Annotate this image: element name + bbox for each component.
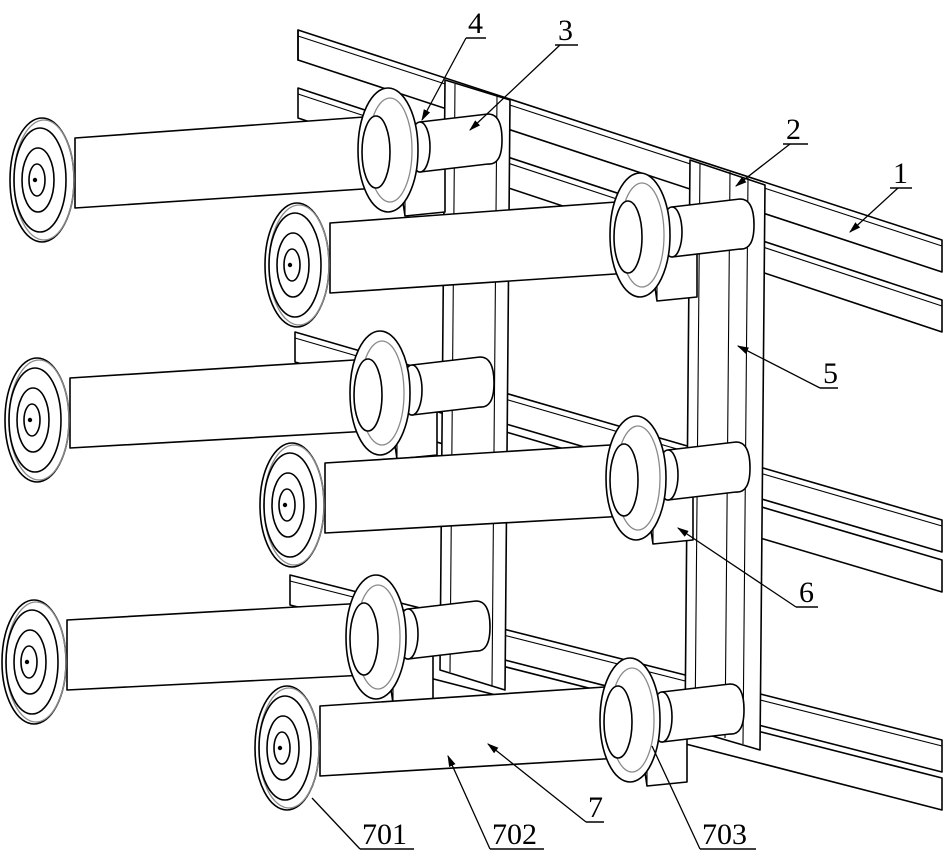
callout-label: 3 <box>558 14 573 47</box>
outer-flange <box>259 442 325 568</box>
callout-label: 7 <box>588 791 603 824</box>
reel-barrel <box>329 200 631 294</box>
axle-hole <box>282 502 288 508</box>
inner-flange <box>609 172 671 298</box>
callout-4: 4 <box>421 7 486 122</box>
hub-housing <box>419 113 503 173</box>
reel-group <box>1 87 755 811</box>
callout-label: 4 <box>468 7 483 40</box>
reel-barrel <box>324 443 627 534</box>
callout-label: 5 <box>823 357 838 390</box>
reel-1 <box>9 87 503 243</box>
callout-2: 2 <box>735 113 808 187</box>
outer-flange <box>254 685 320 811</box>
callout-1: 1 <box>849 157 912 233</box>
axle-hole <box>277 745 283 751</box>
callout-7: 7 <box>487 743 604 824</box>
axle-hole <box>32 177 38 183</box>
reel-5 <box>1 574 491 725</box>
callout-label: 6 <box>799 576 814 609</box>
reel-barrel <box>319 685 621 777</box>
callout-701: 701 <box>311 797 414 851</box>
reel-3 <box>4 330 495 483</box>
callout-3: 3 <box>469 14 578 131</box>
inner-flange <box>349 330 411 456</box>
hub-housing <box>407 600 491 660</box>
inner-flange <box>605 415 667 541</box>
callout-label: 703 <box>702 818 747 851</box>
hub-housing <box>661 683 745 743</box>
hub-housing <box>667 441 751 501</box>
inner-flange <box>345 574 407 700</box>
outer-flange <box>264 202 330 328</box>
callout-label: 701 <box>362 818 407 851</box>
reel-barrel <box>69 358 371 449</box>
reel-4 <box>259 415 751 568</box>
hub-housing <box>411 356 495 416</box>
axle-hole <box>287 262 293 268</box>
callout-label: 702 <box>492 818 537 851</box>
callout-6: 6 <box>677 527 818 609</box>
callout-label: 1 <box>893 157 908 190</box>
callout-702: 702 <box>447 754 544 851</box>
inner-flange <box>357 87 419 213</box>
reel-2 <box>264 172 755 328</box>
outer-flange <box>1 599 67 725</box>
callout-703: 703 <box>651 745 756 851</box>
inner-flange <box>599 657 661 783</box>
outer-flange <box>4 357 70 483</box>
callout-5: 5 <box>736 345 838 390</box>
reel-barrel <box>74 115 379 209</box>
outer-flange <box>9 117 75 243</box>
hub-housing <box>671 198 755 258</box>
callout-label: 2 <box>786 113 801 146</box>
axle-hole <box>27 417 33 423</box>
axle-hole <box>24 659 30 665</box>
reel-barrel <box>66 602 367 691</box>
reel-6 <box>254 657 745 811</box>
